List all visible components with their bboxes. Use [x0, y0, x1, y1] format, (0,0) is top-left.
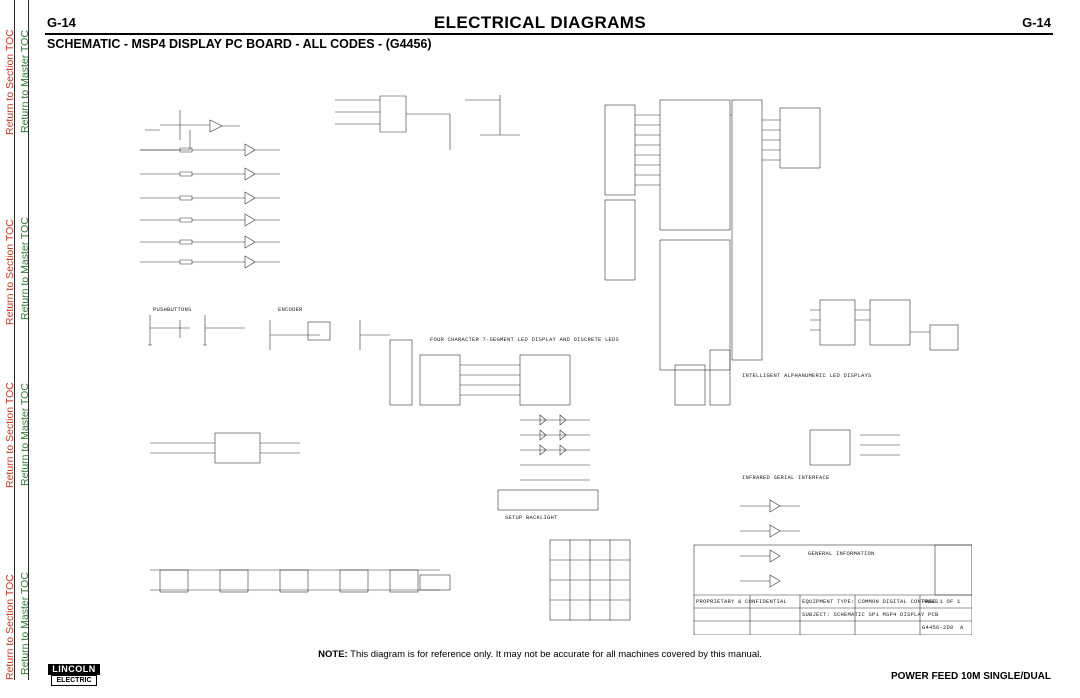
pushbuttons-label: PUSHBUTTONS	[153, 306, 192, 313]
note-label: NOTE:	[318, 649, 348, 660]
schematic-drawing	[140, 95, 972, 635]
return-to-master-toc-link[interactable]: Return to Master TOC	[19, 217, 31, 320]
sidebar-divider	[28, 0, 29, 680]
diagram-subtitle: SCHEMATIC - MSP4 DISPLAY PC BOARD - ALL …	[47, 37, 432, 51]
return-to-section-toc-link[interactable]: Return to Section TOC	[4, 382, 16, 488]
logo-top-text: LINCOLN	[48, 664, 100, 675]
logo-bottom-text: ELECTRIC	[51, 675, 97, 686]
page-code-right: G-14	[1022, 15, 1051, 30]
general-info-label: GENERAL INFORMATION	[808, 550, 875, 557]
proprietary-label: PROPRIETARY & CONFIDENTIAL	[696, 598, 788, 605]
lincoln-electric-logo: LINCOLN ELECTRIC	[48, 664, 100, 686]
sidebar-divider	[14, 0, 15, 680]
schematic-diagram: PUSHBUTTONS ENCODER FOUR CHARACTER 7-SEG…	[120, 70, 972, 635]
subject-label: SUBJECT: SCHEMATIC SP1 MSP4 DISPLAY PCB	[802, 611, 939, 618]
alphanumeric-displays-label: INTELLIGENT ALPHANUMERIC LED DISPLAYS	[742, 372, 872, 379]
reference-note: NOTE: This diagram is for reference only…	[0, 649, 1080, 660]
product-name: POWER FEED 10M SINGLE/DUAL	[890, 671, 1051, 682]
return-to-section-toc-link[interactable]: Return to Section TOC	[4, 574, 16, 680]
backlight-label: SETUP BACKLIGHT	[505, 514, 558, 521]
return-to-master-toc-link[interactable]: Return to Master TOC	[19, 30, 31, 133]
header-rule	[45, 33, 1053, 35]
page-count-label: PAGE 1 OF 1	[922, 598, 961, 605]
equipment-type-label: EQUIPMENT TYPE: COMMON DIGITAL CONTROLS	[802, 598, 939, 605]
led-display-label: FOUR CHARACTER 7-SEGMENT LED DISPLAY AND…	[430, 336, 620, 343]
encoder-label: ENCODER	[278, 306, 303, 313]
toc-sidebar: Return to Section TOC Return to Master T…	[0, 0, 38, 698]
revision-label: A	[960, 624, 964, 631]
return-to-section-toc-link[interactable]: Return to Section TOC	[4, 219, 16, 325]
page-code-left: G-14	[47, 15, 76, 30]
page-title: ELECTRICAL DIAGRAMS	[433, 13, 647, 32]
infrared-interface-label: INFRARED SERIAL INTERFACE	[742, 474, 830, 481]
note-text: This diagram is for reference only. It m…	[350, 649, 762, 660]
document-number-label: G4456-2D0	[922, 624, 954, 631]
return-to-master-toc-link[interactable]: Return to Master TOC	[19, 383, 31, 486]
return-to-section-toc-link[interactable]: Return to Section TOC	[4, 29, 16, 135]
